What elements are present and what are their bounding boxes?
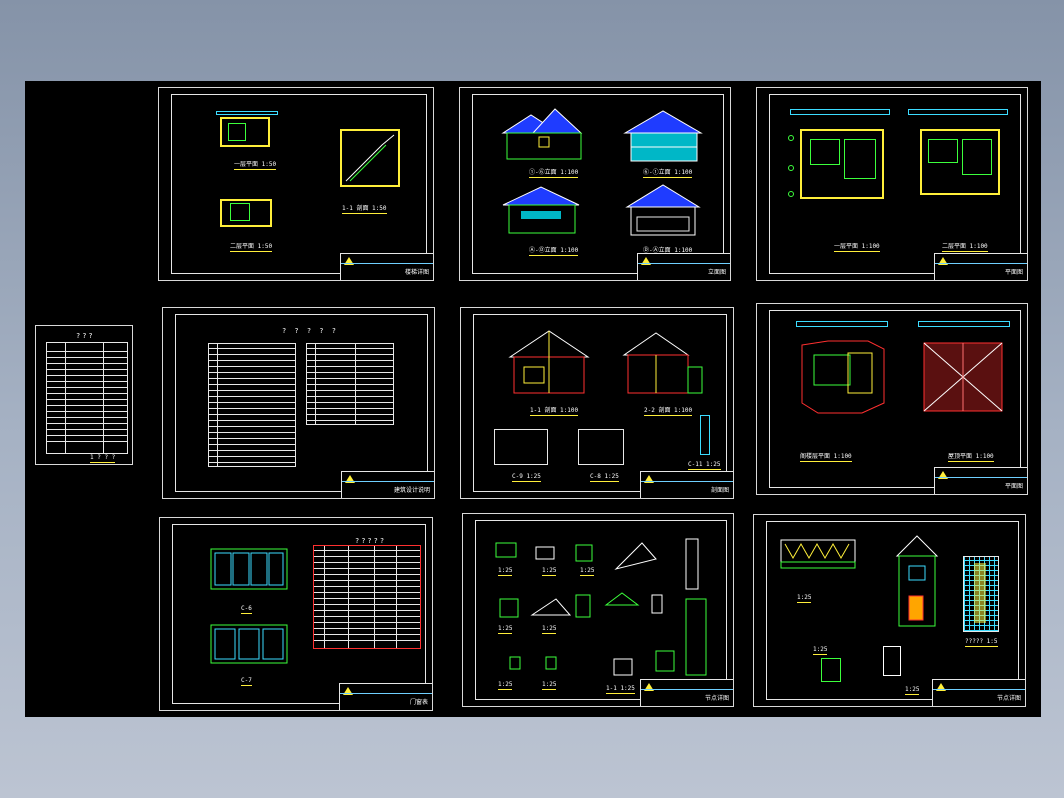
detail-2-caption-1: 1:25 [797, 594, 812, 603]
stair-plan-1 [220, 117, 270, 147]
sheet-sections[interactable]: 1-1 剖面 1:100 2-2 剖面 1:100 C-9 1:25 C-8 1… [460, 307, 734, 499]
index-table [46, 342, 128, 454]
elevation-front [501, 108, 583, 160]
detail-caption-5: 1:25 [542, 625, 557, 634]
section-1-1 [508, 330, 590, 394]
window-c8 [578, 429, 624, 465]
railing-detail [780, 539, 856, 569]
title-block: 楼梯详图 [340, 253, 433, 280]
window-c6-caption: C-6 [241, 605, 252, 614]
sheet-floor-plans[interactable]: 一层平面 1:100 二层平面 1:100 平面图 [756, 87, 1028, 281]
elevation-rear [623, 110, 703, 162]
window-c9 [494, 429, 548, 465]
title-block: 立面图 [637, 253, 730, 280]
window-c11-caption: C-11 1:25 [688, 461, 721, 470]
window-elevation-c6 [210, 548, 288, 590]
hatch-panel [963, 556, 999, 632]
sheet-details-2[interactable]: 1:25 1:25 1:25 ????? 1:5 节点详图 [753, 514, 1026, 707]
section-1-1-caption: 1-1 剖面 1:100 [530, 407, 579, 416]
stair-plan-1-caption: 一层平面 1:50 [234, 161, 277, 170]
title-block: 门窗表 [339, 683, 432, 710]
detail-caption-3: 1:25 [580, 567, 595, 576]
door-window-schedule-table [313, 545, 421, 649]
cad-model-space[interactable]: ??? 1 ? ? ? 一层平面 1:50 1-1 剖面 1:50 二层平面 1 [25, 81, 1041, 717]
title-block: 节点详图 [640, 679, 733, 706]
sheet-design-notes[interactable]: ? ? ? ? ? 建筑设计说明 [162, 307, 435, 499]
stair-flight-lines [345, 134, 395, 182]
detail-caption-6: 1:25 [498, 681, 513, 690]
notes-table-left [208, 343, 296, 467]
tower-elevation [895, 535, 939, 627]
stair-plan-2 [220, 199, 272, 227]
floor-plan-2 [920, 129, 1000, 195]
window-c11 [700, 415, 710, 455]
sheet-roof-plans[interactable]: 阁楼层平面 1:100 屋顶平面 1:100 平面图 [756, 303, 1028, 495]
detail-2-caption-3: 1:25 [905, 686, 920, 695]
detail-2-caption-2: 1:25 [813, 646, 828, 655]
schedule-title: ????? [355, 537, 387, 545]
roof-plan [923, 342, 1003, 412]
detail-caption-8: 1-1 1:25 [606, 685, 635, 694]
section-2-2-caption: 2-2 剖面 1:100 [644, 407, 693, 416]
index-footer: 1 ? ? ? [90, 454, 116, 463]
floor-plan-1-caption: 一层平面 1:100 [834, 243, 880, 252]
sheet-stair-details[interactable]: 一层平面 1:50 1-1 剖面 1:50 二层平面 1:50 楼梯详图 [158, 87, 434, 281]
detail-caption-1: 1:25 [498, 567, 513, 576]
attic-plan [801, 340, 885, 414]
section-2-2 [622, 332, 703, 394]
window-c9-caption: C-9 1:25 [512, 473, 541, 482]
stair-section-caption: 1-1 剖面 1:50 [342, 205, 387, 214]
attic-plan-caption: 阁楼层平面 1:100 [800, 453, 852, 462]
title-block: 建筑设计说明 [341, 471, 434, 498]
drawing-index-sheet[interactable]: ??? 1 ? ? ? [35, 325, 133, 465]
stair-plan-2-caption: 二层平面 1:50 [230, 243, 273, 252]
notes-table-right [306, 343, 394, 425]
detail-caption-7: 1:25 [542, 681, 557, 690]
elevation-side-a [502, 186, 580, 234]
detail-caption-4: 1:25 [498, 625, 513, 634]
stair-section [340, 129, 400, 187]
sheet-elevations[interactable]: ①-⑥立面 1:100 ⑥-①立面 1:100 Ⓐ-Ⓓ立面 1:100 Ⓓ-Ⓐ立… [459, 87, 731, 281]
elevation-side-b [625, 184, 701, 236]
floor-plan-2-caption: 二层平面 1:100 [942, 243, 988, 252]
elevation-front-caption: ①-⑥立面 1:100 [529, 169, 579, 178]
notes-heading: ? ? ? ? ? [282, 327, 338, 335]
hatch-caption: ????? 1:5 [965, 638, 998, 647]
detail-drawings-group [495, 538, 707, 676]
roof-plan-caption: 屋顶平面 1:100 [948, 453, 994, 462]
title-block: 节点详图 [932, 679, 1025, 706]
title-block: 平面图 [934, 467, 1027, 494]
sheet-window-schedule[interactable]: C-6 C-7 ????? 门窗表 [159, 517, 433, 711]
floor-plan-1 [800, 129, 884, 199]
window-c7-caption: C-7 [241, 677, 252, 686]
elevation-rear-caption: ⑥-①立面 1:100 [643, 169, 693, 178]
sheet-details-1[interactable]: 1:25 1:25 1:25 1:25 1:25 1:25 1:25 1-1 1… [462, 513, 734, 707]
index-title: ??? [76, 332, 95, 340]
elevation-side-a-caption: Ⓐ-Ⓓ立面 1:100 [529, 247, 579, 256]
title-block: 剖面图 [640, 471, 733, 498]
window-c8-caption: C-8 1:25 [590, 473, 619, 482]
title-block: 平面图 [934, 253, 1027, 280]
detail-caption-2: 1:25 [542, 567, 557, 576]
window-elevation-c7 [210, 624, 288, 664]
